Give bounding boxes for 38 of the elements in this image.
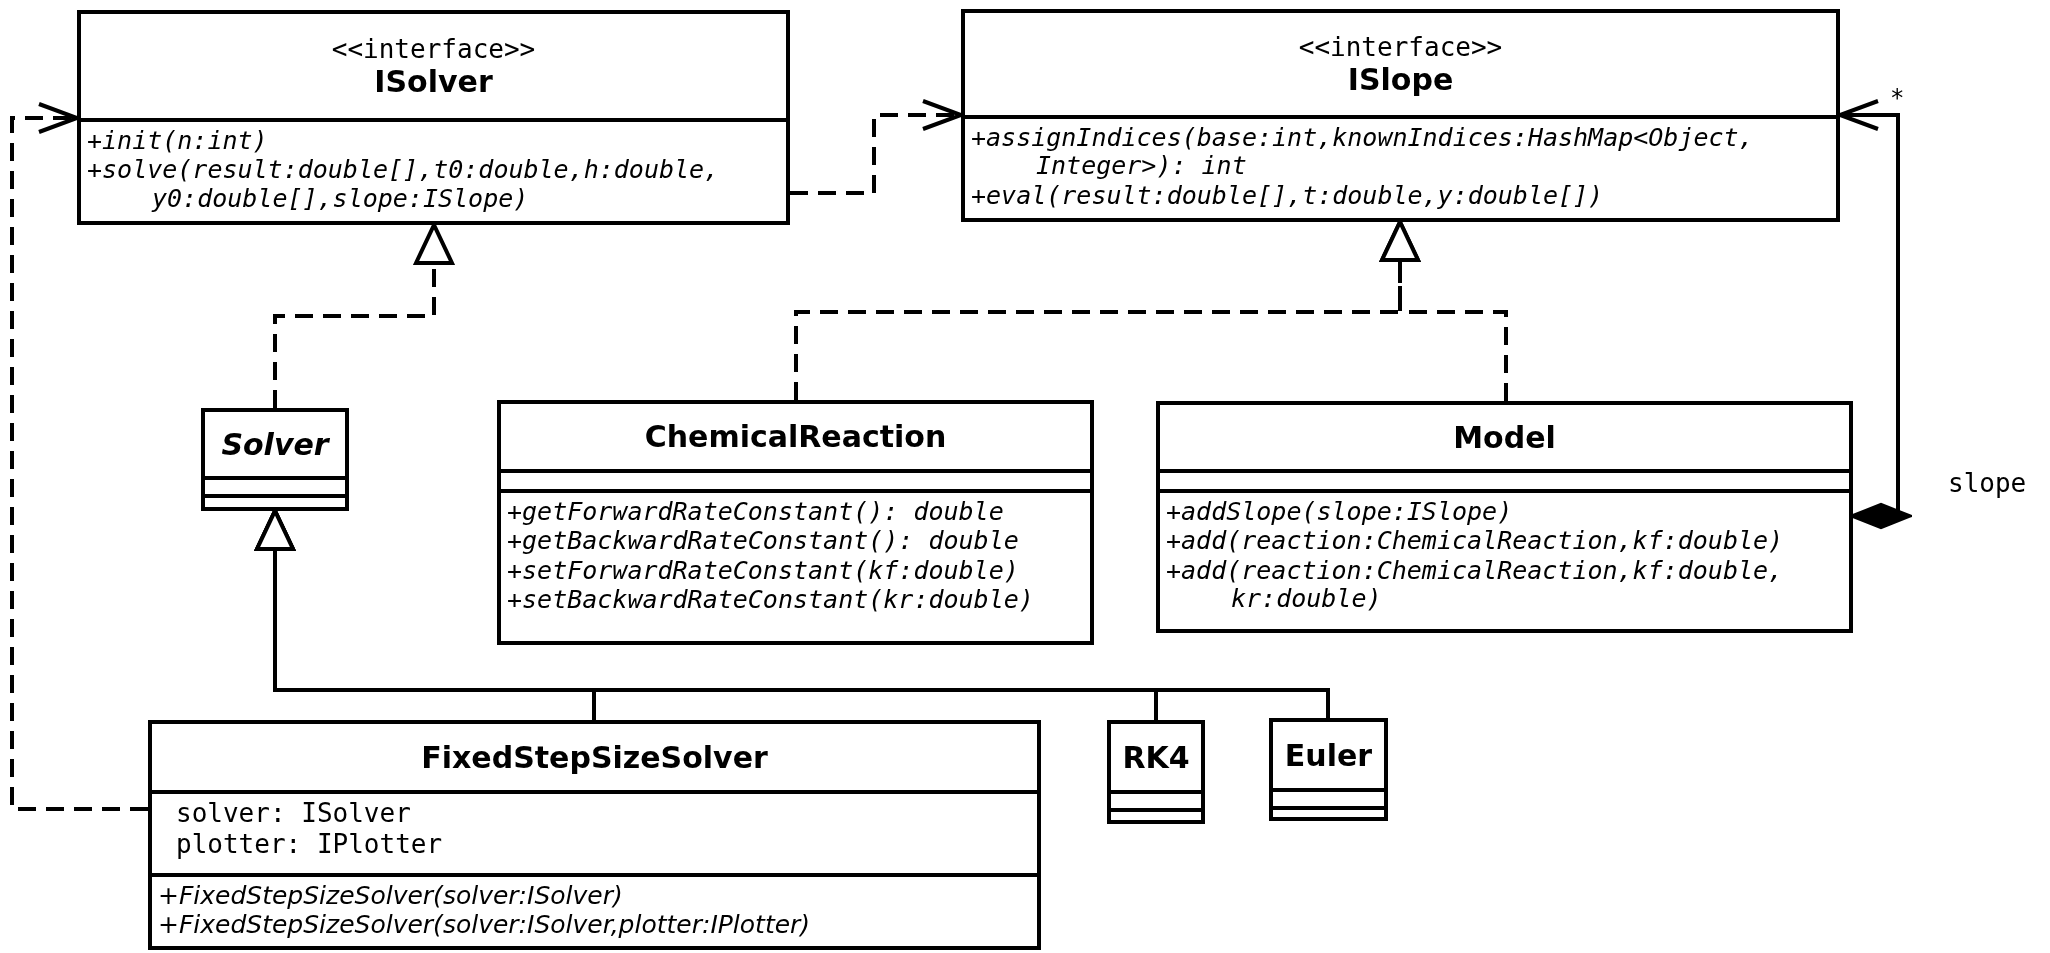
method-label: +addSlope(slope:ISlope) (1166, 498, 1514, 527)
method-label: +eval(result:double[],t:double,y:double[]) (971, 181, 1605, 210)
method-label: +setForwardRateConstant(kf:double) (507, 556, 1020, 585)
class-name: ISolver (374, 63, 493, 99)
class-box (77, 10, 790, 225)
class-box (201, 408, 349, 511)
method-label: +setBackwardRateConstant(kr:double) (507, 585, 1035, 614)
method-label: +assignIndices(base:int,knownIndices:HashMap<Object, Integer>): int (971, 124, 1755, 181)
realization-arrow (1380, 220, 1508, 401)
method-label: +getBackwardRateConstant(): double (507, 527, 1020, 556)
class-box (148, 720, 1041, 950)
class-name: ISlope (1347, 61, 1454, 97)
class-box (497, 400, 1094, 645)
class-name: Solver (221, 426, 329, 462)
method-label: +add(reaction:ChemicalReaction,kf:double) (1166, 527, 1785, 556)
class-name: ChemicalReaction (644, 419, 947, 454)
class-box (961, 9, 1840, 222)
class-name: Model (1453, 419, 1556, 455)
method-label: +getForwardRateConstant(): double (507, 498, 1005, 527)
class-box (1107, 720, 1205, 824)
class-box (1156, 401, 1853, 633)
class-box (1269, 718, 1388, 821)
class-name: Euler (1284, 737, 1373, 773)
realization-arrow (273, 223, 454, 408)
attribute-label: plotter: IPlotter (175, 829, 444, 861)
method-label: +add(reaction:ChemicalReaction,kf:double, kr:double) (1166, 556, 1785, 613)
dependency-arrow (10, 102, 148, 811)
stereotype-label: <<interface>> (331, 33, 536, 64)
class-name: RK4 (1122, 739, 1190, 775)
dependency-arrow (790, 99, 963, 195)
multiplicity-label: * (1889, 84, 1906, 112)
stereotype-label: <<interface>> (1298, 31, 1503, 62)
class-name: FixedStepSizeSolver (421, 739, 768, 775)
method-label: +FixedStepSizeSolver(solver:ISolver,plotter:IPlotter) (158, 911, 812, 940)
method-label: +FixedStepSizeSolver(solver:ISolver) (158, 882, 624, 911)
method-label: +solve(result:double[],t0:double,h:double, y0:double[],slope:ISlope) (87, 156, 721, 213)
attribute-label: solver: ISolver (175, 798, 412, 830)
method-label: +init(n:int) (87, 127, 269, 156)
